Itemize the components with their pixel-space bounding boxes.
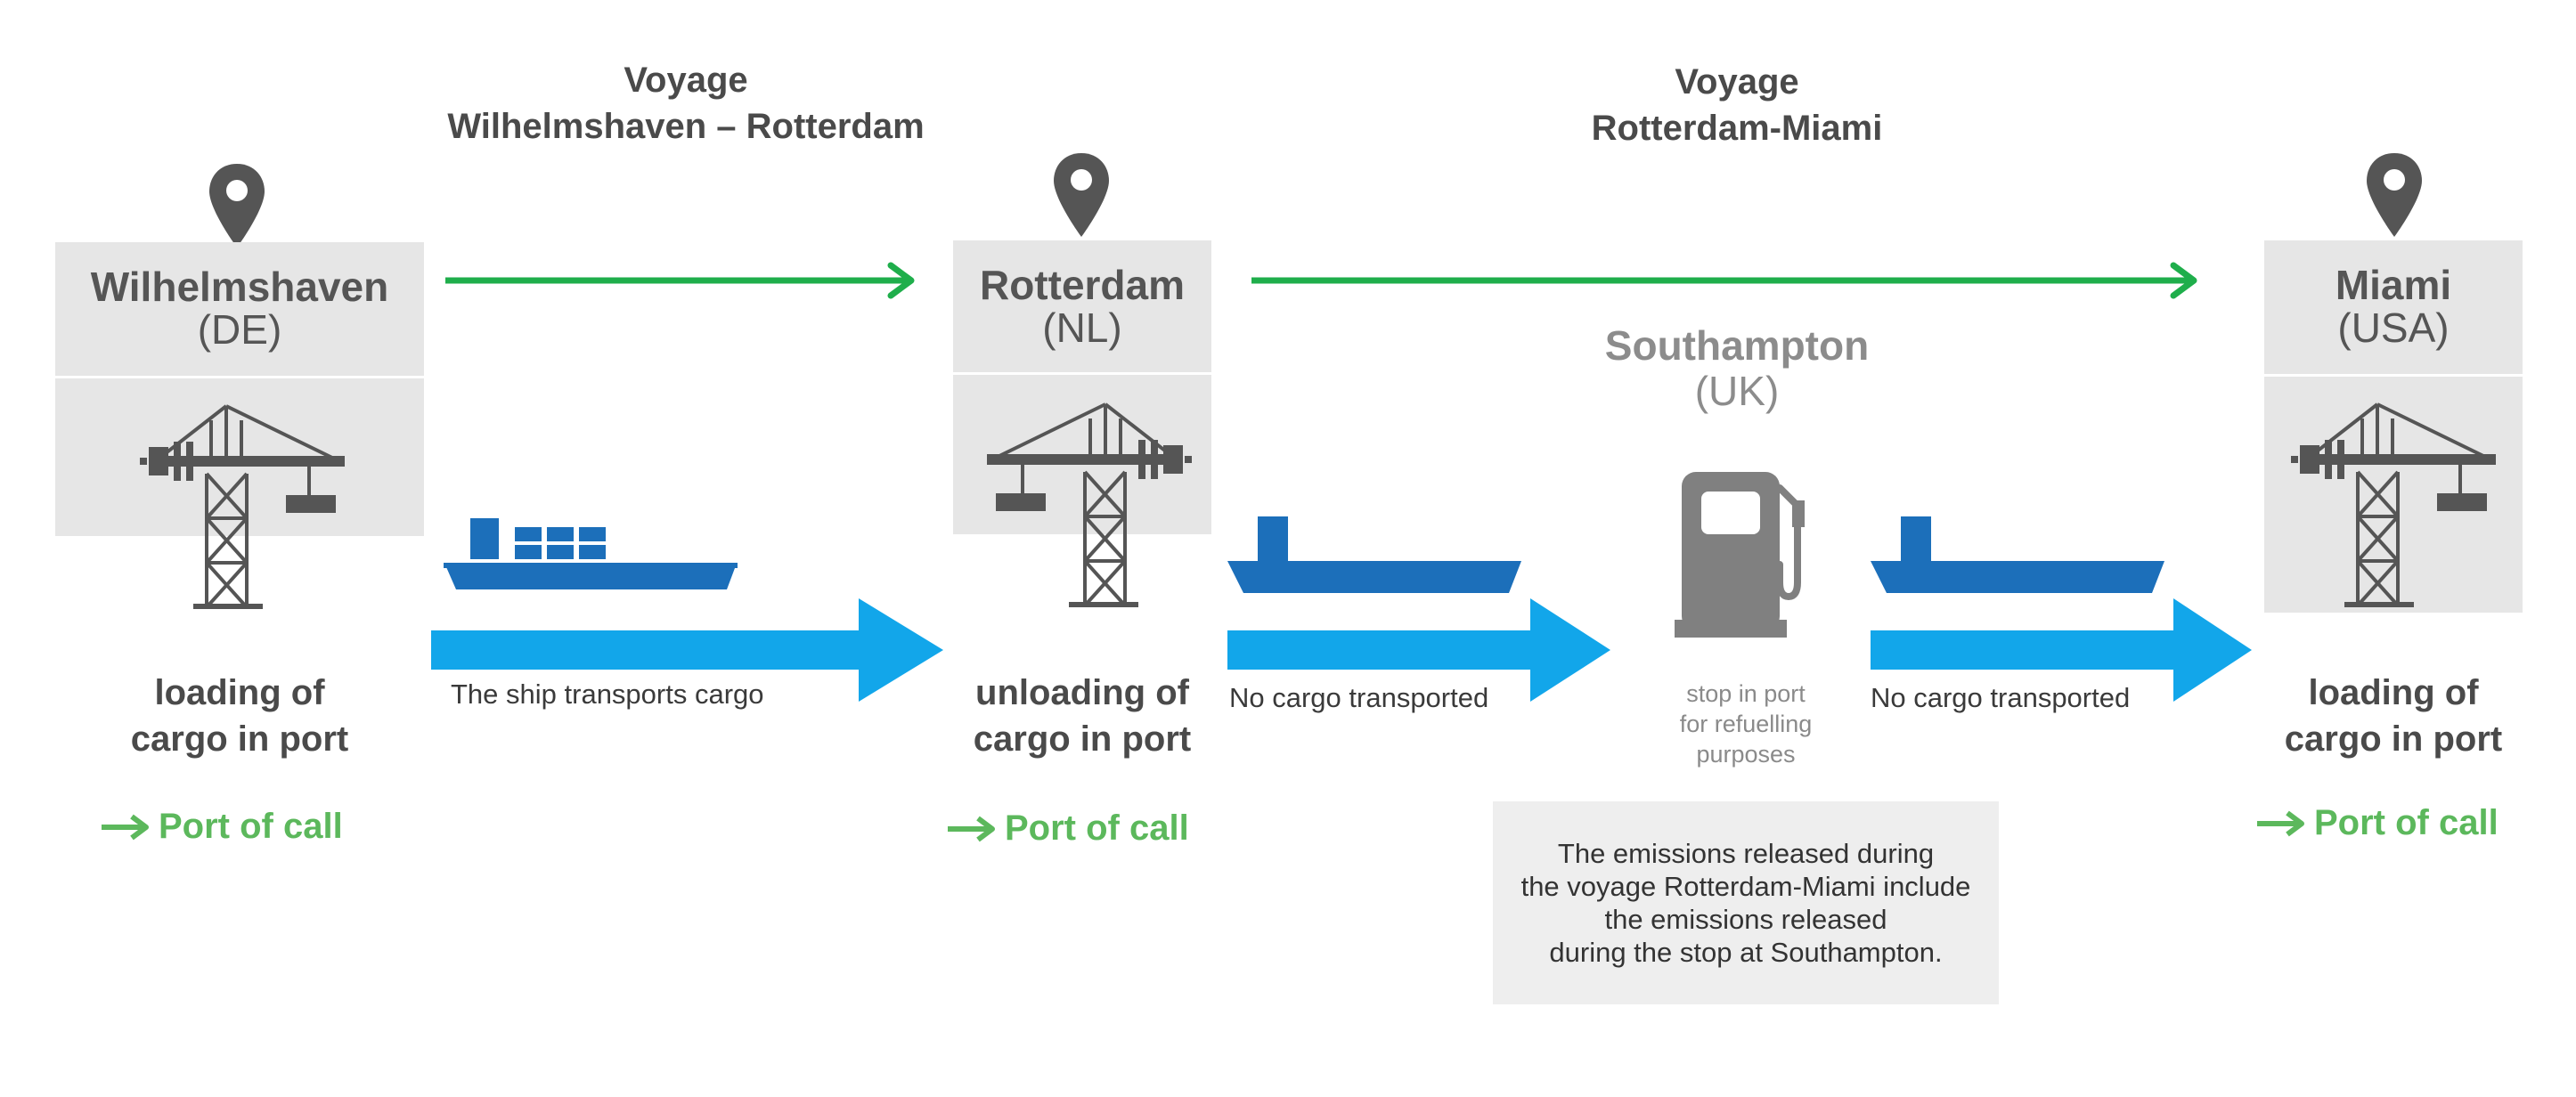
location-pin-icon: [2367, 153, 2422, 237]
port-of-call-text: Port of call: [1005, 809, 1189, 848]
container-ship-icon: [444, 518, 738, 589]
divider: [953, 372, 1211, 375]
port-wilhelmshaven: Wilhelmshaven (DE): [55, 160, 424, 614]
port-name: Wilhelmshaven (DE): [55, 265, 424, 351]
stopover-southampton: Southampton (UK): [1541, 322, 1933, 413]
port-of-call-label: Port of call: [946, 809, 1189, 849]
voyage-route: Wilhelmshaven – Rotterdam: [447, 107, 925, 146]
caption-line: unloading of: [975, 673, 1189, 712]
port-city: Rotterdam: [979, 262, 1186, 308]
arrow-right-icon: [2257, 810, 2304, 836]
note-line: the voyage Rotterdam-Miami include: [1520, 871, 1971, 902]
voyage-arrow-1: [445, 262, 915, 299]
leg-label: No cargo transported: [1871, 682, 2131, 713]
caption-line: loading of: [154, 673, 325, 712]
divider: [2264, 374, 2523, 377]
leg-arrow-2: [1227, 598, 1610, 702]
port-country: (NL): [1042, 305, 1122, 351]
port-of-call-text: Port of call: [159, 807, 343, 846]
voyage-title-1: Voyage Wilhelmshaven – Rotterdam: [419, 57, 953, 150]
stopover-label-line: for refuelling: [1679, 711, 1813, 737]
stopover-label-line: purposes: [1696, 741, 1796, 768]
port-caption: unloading of cargo in port: [926, 670, 1238, 762]
leg-label: No cargo transported: [1229, 682, 1489, 713]
port-caption: loading of cargo in port: [2254, 670, 2533, 762]
port-of-call-label: Port of call: [2255, 803, 2499, 843]
caption-line: cargo in port: [130, 719, 349, 759]
emissions-note: The emissions released during the voyage…: [1493, 801, 1999, 1004]
note-line: during the stop at Southampton.: [1549, 937, 1943, 968]
divider: [55, 376, 424, 378]
port-name: Miami (USA): [2264, 264, 2523, 349]
caption-line: loading of: [2308, 673, 2479, 712]
port-name: Rotterdam (NL): [953, 264, 1211, 349]
port-city: Miami: [2335, 262, 2452, 308]
caption-line: cargo in port: [973, 719, 1192, 759]
voyage-route: Rotterdam-Miami: [1591, 109, 1883, 148]
port-miami: Miami (USA): [2264, 150, 2523, 613]
leg-label: The ship transports cargo: [451, 679, 764, 710]
port-country: (DE): [197, 306, 282, 353]
leg-arrow-1: [431, 598, 943, 702]
voyage-heading: Voyage: [1675, 62, 1799, 102]
port-of-call-label: Port of call: [100, 807, 343, 847]
port-name-box: [953, 240, 1211, 534]
voyage-title-2: Voyage Rotterdam-Miami: [1470, 59, 2004, 151]
stopover-label: stop in port for refuelling purposes: [1594, 679, 1897, 769]
port-crane-icon: [2291, 402, 2498, 609]
port-of-call-text: Port of call: [2314, 803, 2499, 842]
note-line: The emissions released during: [1557, 838, 1935, 869]
leg-arrow-3: [1871, 598, 2252, 702]
voyage-arrow-2: [1251, 262, 2197, 299]
fuel-pump-icon: [1675, 472, 1805, 638]
stopover-city: Southampton: [1604, 322, 1870, 369]
port-country: (USA): [2337, 305, 2450, 351]
arrow-right-icon: [948, 816, 995, 841]
voyage-heading: Voyage: [624, 61, 748, 100]
port-caption: loading of cargo in port: [55, 670, 424, 762]
note-line: the emissions released: [1604, 904, 1887, 935]
caption-line: cargo in port: [2284, 719, 2503, 759]
port-name-box: [55, 242, 424, 536]
port-city: Wilhelmshaven: [90, 264, 389, 310]
location-pin-icon: [1054, 153, 1109, 237]
arrow-right-icon: [102, 814, 149, 840]
empty-ship-icon: [1871, 516, 2164, 593]
stopover-country: (UK): [1694, 368, 1780, 414]
port-crane-icon: [140, 404, 346, 611]
empty-ship-icon: [1227, 516, 1521, 593]
port-crane-icon: [985, 402, 1192, 609]
location-pin-icon: [209, 164, 265, 248]
port-rotterdam: Rotterdam (NL): [953, 150, 1211, 613]
stopover-label-line: stop in port: [1686, 680, 1806, 707]
